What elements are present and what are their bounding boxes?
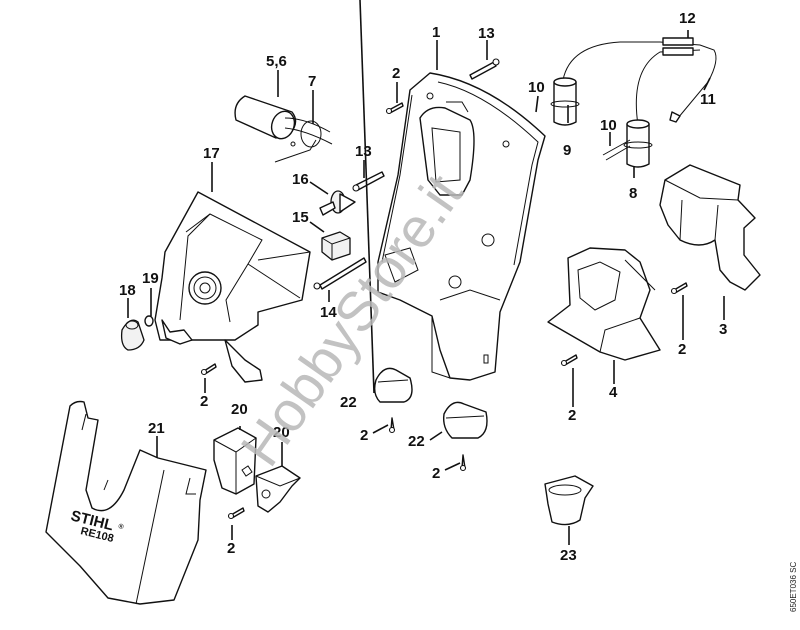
motor-cover-part (154, 191, 311, 383)
callout-10: 10 (528, 79, 545, 96)
main-housing-part (377, 72, 546, 381)
knob-part (120, 315, 154, 351)
callout-2: 2 (392, 65, 400, 82)
callout-14: 14 (320, 304, 337, 321)
callout-22: 22 (408, 433, 425, 450)
reference-code: 650ET036 SC (789, 562, 798, 612)
callout-23: 23 (560, 547, 577, 564)
long-screws (313, 58, 500, 290)
callout-5-6: 5,6 (266, 53, 287, 70)
callout-2: 2 (227, 540, 235, 557)
callout-15: 15 (292, 209, 309, 226)
callout-19: 19 (142, 270, 159, 287)
filters-and-harness (550, 37, 717, 168)
callout-4: 4 (609, 384, 618, 401)
callout-20: 20 (231, 401, 248, 418)
callouts: 1 2 2 2 2 2 2 2 3 4 5,6 7 8 9 10 10 11 1… (119, 10, 727, 564)
front-cover-part: STIHL ® RE108 (45, 400, 207, 605)
callout-20: 20 (273, 424, 290, 441)
fan-shroud-part (547, 247, 661, 361)
callout-18: 18 (119, 282, 136, 299)
callout-10: 10 (600, 117, 617, 134)
callout-17: 17 (203, 145, 220, 162)
callout-1: 1 (432, 24, 440, 41)
switch-part (319, 190, 356, 261)
callout-3: 3 (719, 321, 727, 338)
callout-13: 13 (478, 25, 495, 42)
callout-2: 2 (678, 341, 686, 358)
clip-parts (213, 427, 301, 513)
callout-16: 16 (292, 171, 309, 188)
callout-11: 11 (700, 91, 716, 108)
small-screws (200, 102, 688, 520)
foot-parts (373, 367, 488, 439)
callout-2: 2 (432, 465, 440, 482)
callout-9: 9 (563, 142, 571, 159)
capacitor-part (234, 95, 333, 163)
air-duct-part (659, 164, 761, 291)
callout-12: 12 (679, 10, 696, 27)
callout-8: 8 (629, 185, 637, 202)
callout-13: 13 (355, 143, 372, 160)
callout-21: 21 (148, 420, 165, 437)
callout-2: 2 (568, 407, 576, 424)
brand-registered-mark: ® (118, 522, 126, 531)
holder-part (544, 475, 594, 526)
callout-22: 22 (340, 394, 357, 411)
callout-2: 2 (200, 393, 208, 410)
callout-2: 2 (360, 427, 368, 444)
leader-lines (127, 0, 725, 545)
callout-7: 7 (308, 73, 316, 90)
